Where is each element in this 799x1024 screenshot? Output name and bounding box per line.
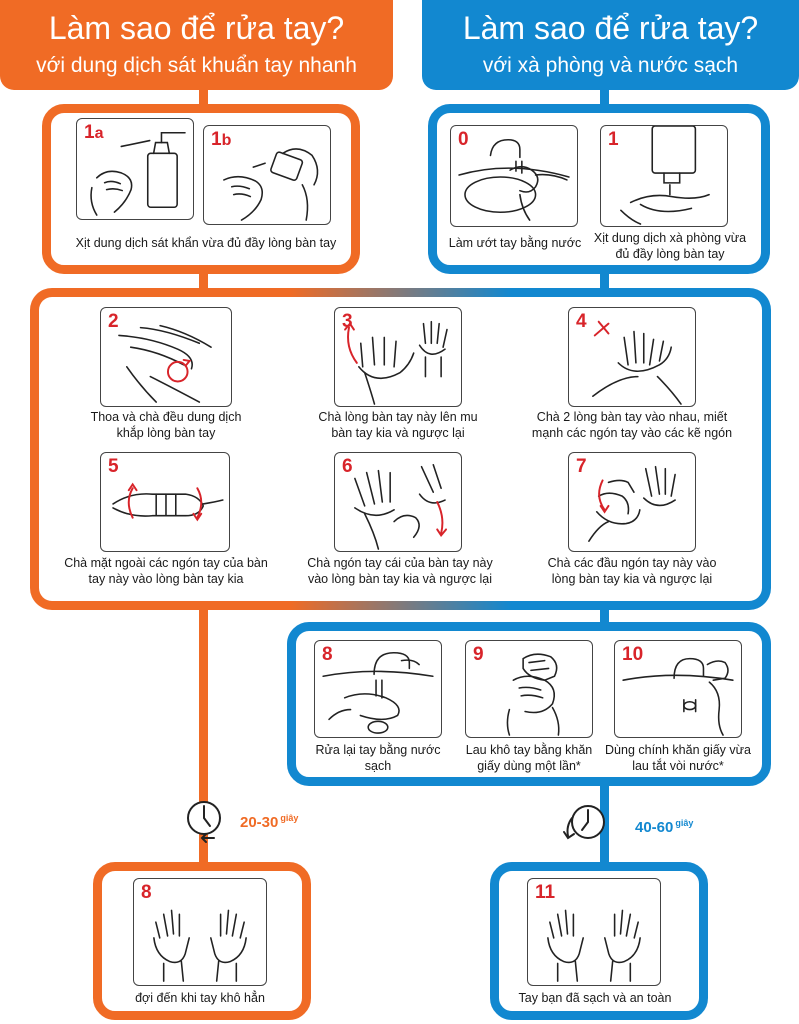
right-connector-mid	[600, 270, 609, 292]
thumb-rotation-illustration	[354, 463, 448, 550]
step-7-caption: Chà các đầu ngón tay này vào lòng bàn ta…	[547, 556, 717, 586]
right-connector-top	[600, 88, 609, 110]
clean-hands-illustration	[547, 909, 641, 982]
fingertips-rub-illustration	[588, 465, 676, 542]
step-2-number: 2	[108, 311, 119, 332]
left-timer-range: 20-30	[240, 814, 279, 831]
right-header-title: Làm sao để rửa tay?	[462, 10, 759, 46]
step-1-caption: Xịt dung dịch xà phòng vừa đủ đầy lòng b…	[593, 231, 747, 261]
step-11-card: 11	[527, 878, 661, 986]
interlaced-fingers-illustration	[592, 320, 682, 405]
step-0-number: 0	[458, 129, 469, 150]
step-5-number: 5	[108, 456, 119, 477]
right-connector-rinse	[600, 606, 609, 628]
step-3-number: 3	[342, 311, 353, 332]
step-4-number: 4	[576, 311, 587, 332]
left-header: Làm sao để rửa tay? với dung dịch sát kh…	[0, 0, 393, 90]
step-4-caption: Chà 2 lòng bàn tay vào nhau, miết mạnh c…	[531, 410, 733, 440]
step-7-number: 7	[576, 456, 587, 477]
turn-off-tap-illustration	[622, 657, 734, 736]
step-1a-card: 1a	[76, 118, 194, 220]
step-0-card: 0	[450, 125, 578, 227]
step-1b-card: 1b	[203, 125, 331, 225]
step-9-number: 9	[473, 644, 484, 665]
open-hands-dry-illustration	[153, 909, 247, 982]
step-11-number: 11	[535, 882, 556, 903]
step-8-rinse-card: 8	[314, 640, 442, 738]
palm-to-palm-illustration	[118, 324, 212, 403]
step-1-number: 1	[608, 129, 619, 150]
dispenser-hands-illustration	[90, 131, 186, 216]
step-5-card: 5	[100, 452, 230, 552]
dispenser-pump-illustration	[223, 148, 319, 221]
step-6-number: 6	[342, 456, 353, 477]
step-10-number: 10	[622, 644, 644, 665]
step-8-rinse-caption: Rửa lại tay bằng nước sạch	[315, 743, 441, 773]
step-0-caption: Làm ướt tay bằng nước	[448, 236, 582, 250]
step-8-rinse-number: 8	[322, 644, 333, 665]
left-connector-mid	[199, 270, 208, 292]
left-header-subtitle: với dung dịch sát khuẩn tay nhanh	[36, 54, 357, 77]
step-2-caption: Thoa và chà đều dung dịch khắp lòng bàn …	[90, 410, 242, 440]
right-timer-range: 40-60	[635, 819, 674, 836]
step-1a-number: 1a	[84, 122, 104, 143]
step-10-caption: Dùng chính khăn giấy vừa lau tắt vòi nướ…	[605, 743, 751, 773]
left-header-title: Làm sao để rửa tay?	[48, 10, 345, 46]
step-7-card: 7	[568, 452, 696, 552]
step-11-caption: Tay bạn đã sạch và an toàn	[518, 991, 672, 1005]
step-9-card: 9	[465, 640, 593, 738]
left-timer-unit: giây	[280, 813, 299, 823]
soap-dispenser-illustration	[620, 126, 710, 225]
wet-hands-illustration	[458, 138, 570, 221]
rinse-hands-illustration	[322, 651, 434, 734]
right-header: Làm sao để rửa tay? với xà phòng và nước…	[422, 0, 799, 90]
right-timer-unit: giây	[675, 818, 694, 828]
step-4-card: 4	[568, 307, 696, 407]
step-1-card: 1	[600, 125, 728, 227]
step-3-card: 3	[334, 307, 462, 407]
right-header-subtitle: với xà phòng và nước sạch	[482, 54, 739, 77]
back-of-hand-illustration	[344, 320, 448, 405]
step-8-dry-card: 8	[133, 878, 267, 986]
step-6-card: 6	[334, 452, 462, 552]
right-timer-icon	[558, 796, 610, 848]
step-2-card: 2	[100, 307, 232, 407]
step-1a-caption: Xịt dung dịch sát khẩn vừa đủ đầy lòng b…	[75, 236, 337, 250]
fingers-interlocked-illustration	[112, 482, 224, 522]
step-6-caption: Chà ngón tay cái của bàn tay này vào lòn…	[307, 556, 493, 586]
step-1b-number: 1b	[211, 129, 232, 150]
step-5-caption: Chà mặt ngoài các ngón tay của bàn tay n…	[64, 556, 268, 586]
step-3-caption: Chà lòng bàn tay này lên mu bàn tay kia …	[318, 410, 478, 440]
step-9-caption: Lau khô tay bằng khăn giấy dùng một lần*	[465, 743, 593, 773]
left-connector-top	[199, 88, 208, 110]
step-8-dry-number: 8	[141, 882, 152, 903]
step-8-dry-caption: đợi đến khi tay khô hẳn	[135, 991, 265, 1005]
left-timer-icon	[178, 792, 230, 844]
towel-dry-illustration	[506, 653, 560, 736]
step-10-card: 10	[614, 640, 742, 738]
left-connector-long	[199, 606, 208, 868]
